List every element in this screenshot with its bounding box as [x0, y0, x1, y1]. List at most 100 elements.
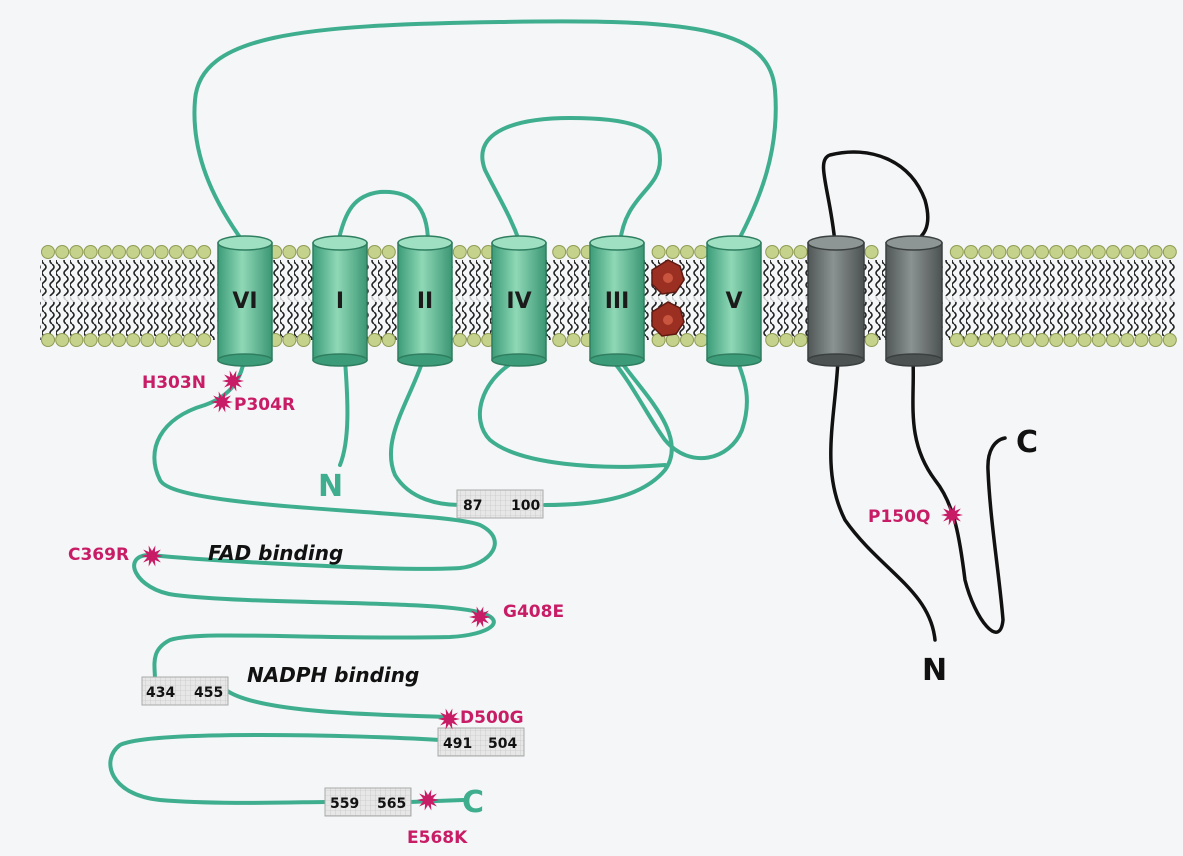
lipid-head: [567, 334, 580, 347]
residue-box-end: 565: [377, 796, 406, 812]
mutation-marker-d500g: [438, 709, 460, 730]
lipid-head: [453, 334, 466, 347]
lipid-head: [1121, 334, 1134, 347]
lipid-head: [780, 334, 793, 347]
lipid-head: [1036, 334, 1049, 347]
residue-box-491-504: 491 504: [438, 728, 524, 756]
lipid-head: [1021, 334, 1034, 347]
partner-c-tail: [913, 360, 1005, 632]
helix-ii-label: II: [417, 289, 433, 314]
partner-c-terminus: C: [1016, 425, 1038, 460]
lipid-head: [84, 246, 97, 259]
lipid-head: [1092, 246, 1105, 259]
lipid-head: [141, 334, 154, 347]
lipid-head: [1050, 334, 1063, 347]
lipid-head: [84, 334, 97, 347]
helix-v: V: [707, 236, 761, 366]
lipid-head: [766, 246, 779, 259]
lipid-head: [1149, 334, 1162, 347]
lipid-head: [1092, 334, 1105, 347]
lipid-head: [98, 334, 111, 347]
partner-helix-1: [808, 236, 864, 366]
helix-i-label: I: [336, 289, 344, 314]
lipid-head: [283, 334, 296, 347]
helix-iv: IV: [492, 236, 546, 366]
lipid-head: [965, 334, 978, 347]
lipid-head: [184, 246, 197, 259]
lipid-head: [681, 246, 694, 259]
loop-i-ii: [338, 192, 428, 243]
partner-loop: [824, 152, 928, 243]
lipid-head: [127, 246, 140, 259]
lipid-head: [950, 246, 963, 259]
lipid-head: [468, 246, 481, 259]
lipid-head: [382, 334, 395, 347]
lipid-head: [766, 334, 779, 347]
lipid-head: [553, 246, 566, 259]
helix-ii: II: [398, 236, 452, 366]
lipid-head: [297, 246, 310, 259]
lipid-head: [979, 334, 992, 347]
lipid-head: [993, 246, 1006, 259]
lipid-head: [1078, 334, 1091, 347]
mutation-label-p150q: P150Q: [868, 507, 930, 527]
lipid-head: [1163, 246, 1176, 259]
lipid-head: [1149, 246, 1162, 259]
lipid-head: [198, 334, 211, 347]
lipid-head: [865, 246, 878, 259]
lipid-head: [780, 246, 793, 259]
lipid-head: [98, 246, 111, 259]
mutation-label-c369r: C369R: [68, 545, 129, 565]
partner-n-terminus: N: [922, 653, 947, 688]
lipid-head: [1021, 246, 1034, 259]
partner-helix-2: [886, 236, 942, 366]
lipid-head: [169, 246, 182, 259]
helix-iv-label: IV: [506, 289, 531, 314]
residue-box-start: 434: [146, 685, 175, 701]
lipid-head: [468, 334, 481, 347]
lipid-head: [794, 246, 807, 259]
mutation-markers: [141, 371, 963, 811]
lipid-head: [453, 246, 466, 259]
lipid-head: [42, 246, 55, 259]
lipid-head: [695, 246, 708, 259]
lipid-head: [113, 246, 126, 259]
lipid-head: [950, 334, 963, 347]
mutation-label-p304r: P304R: [234, 395, 295, 415]
loop-iv-iii: [482, 118, 660, 243]
lipid-head: [1163, 334, 1176, 347]
lipid-head: [1107, 334, 1120, 347]
lipid-head: [70, 246, 83, 259]
lipid-head: [113, 334, 126, 347]
mutation-marker-c369r: [141, 546, 163, 567]
loop-vi-v: [194, 21, 775, 243]
lipid-head: [695, 334, 708, 347]
mutation-label-d500g: D500G: [460, 708, 524, 728]
lipid-head: [1007, 334, 1020, 347]
helix-iii: III: [590, 236, 644, 366]
lipid-head: [1007, 246, 1020, 259]
helix-i: I: [313, 236, 367, 366]
partner-n-tail: [831, 360, 935, 640]
helix-v-label: V: [725, 289, 742, 314]
lipid-head: [1135, 334, 1148, 347]
residue-box-434-455: 434 455: [142, 677, 228, 705]
lipid-head: [155, 334, 168, 347]
residue-box-end: 504: [488, 736, 517, 752]
lipid-head: [56, 246, 69, 259]
residue-box-start: 559: [330, 796, 359, 812]
lipid-head: [1064, 246, 1077, 259]
helix-vi: VI: [218, 236, 272, 366]
lipid-head: [1064, 334, 1077, 347]
partner-protein-chain: [824, 152, 1005, 640]
lipid-head: [368, 246, 381, 259]
lipid-head: [794, 334, 807, 347]
lipid-head: [382, 246, 395, 259]
region-label-fad: FAD binding: [208, 541, 343, 565]
n-tail: [340, 360, 347, 465]
residue-box-559-565: 559 565: [325, 788, 411, 816]
lipid-head: [169, 334, 182, 347]
main-c-terminus: C: [462, 785, 484, 820]
mutation-label-g408e: G408E: [503, 602, 564, 622]
